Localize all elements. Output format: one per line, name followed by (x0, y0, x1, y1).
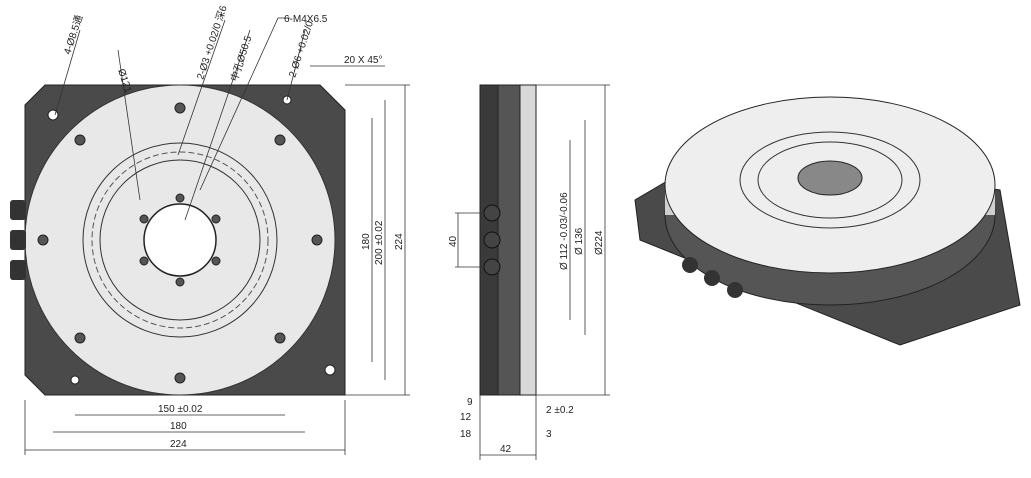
ring-dashed (91, 151, 269, 329)
dim-width-total: 224 (170, 439, 187, 450)
dim-t9: 9 (467, 397, 473, 408)
ring-inner (99, 159, 261, 321)
side-dimension-lines (455, 84, 610, 460)
center-hole (143, 203, 217, 277)
callout-pin-holes: 2-Ø3 +0.02/0 深6 (194, 4, 229, 81)
callout-holes-through: 4-Ø8.5通 (61, 14, 85, 56)
dim-t12: 12 (460, 412, 472, 423)
ring-outer (82, 142, 278, 338)
dim-dia-112: Ø 112 -0.03/-0.06 (559, 192, 570, 270)
callout-threads: 6-M4X6.5 (284, 14, 328, 25)
dim-dia-136: Ø 136 (574, 227, 585, 255)
dim-connector-pitch: 40 (448, 235, 459, 247)
connectors (10, 200, 26, 280)
dim-step-3: 3 (546, 429, 552, 440)
dim-step-2: 2 ±0.2 (546, 405, 574, 416)
side-view: 40 Ø 112 -0.03/-0.06 Ø 136 Ø224 9 12 18 … (448, 84, 610, 460)
iso-connectors (682, 257, 743, 298)
dim-height-total: 224 (394, 233, 405, 250)
leader-lines (24, 17, 410, 455)
dim-t18: 18 (460, 429, 472, 440)
side-connectors (483, 204, 501, 276)
callout-dowel-holes: 2-Ø6 +0.02/0 (287, 19, 316, 79)
dim-width-mid: 180 (170, 421, 187, 432)
dim-height-inner: 180 (361, 233, 372, 250)
dim-dia-224: Ø224 (594, 230, 605, 255)
dim-height-mid: 200 ±0.02 (374, 220, 385, 265)
bolt-holes (37, 102, 323, 384)
callout-center-hole: 中孔Ø50.5 (227, 34, 254, 83)
dim-width-inner: 150 ±0.02 (158, 404, 203, 415)
dim-t42: 42 (500, 444, 512, 455)
callout-chamfer: 20 X 45° (344, 55, 382, 66)
isometric-view (634, 96, 1021, 346)
front-view: 4-Ø8.5通 Ø121 2-Ø3 +0.02/0 深6 中孔Ø50.5 6-M… (10, 4, 410, 455)
